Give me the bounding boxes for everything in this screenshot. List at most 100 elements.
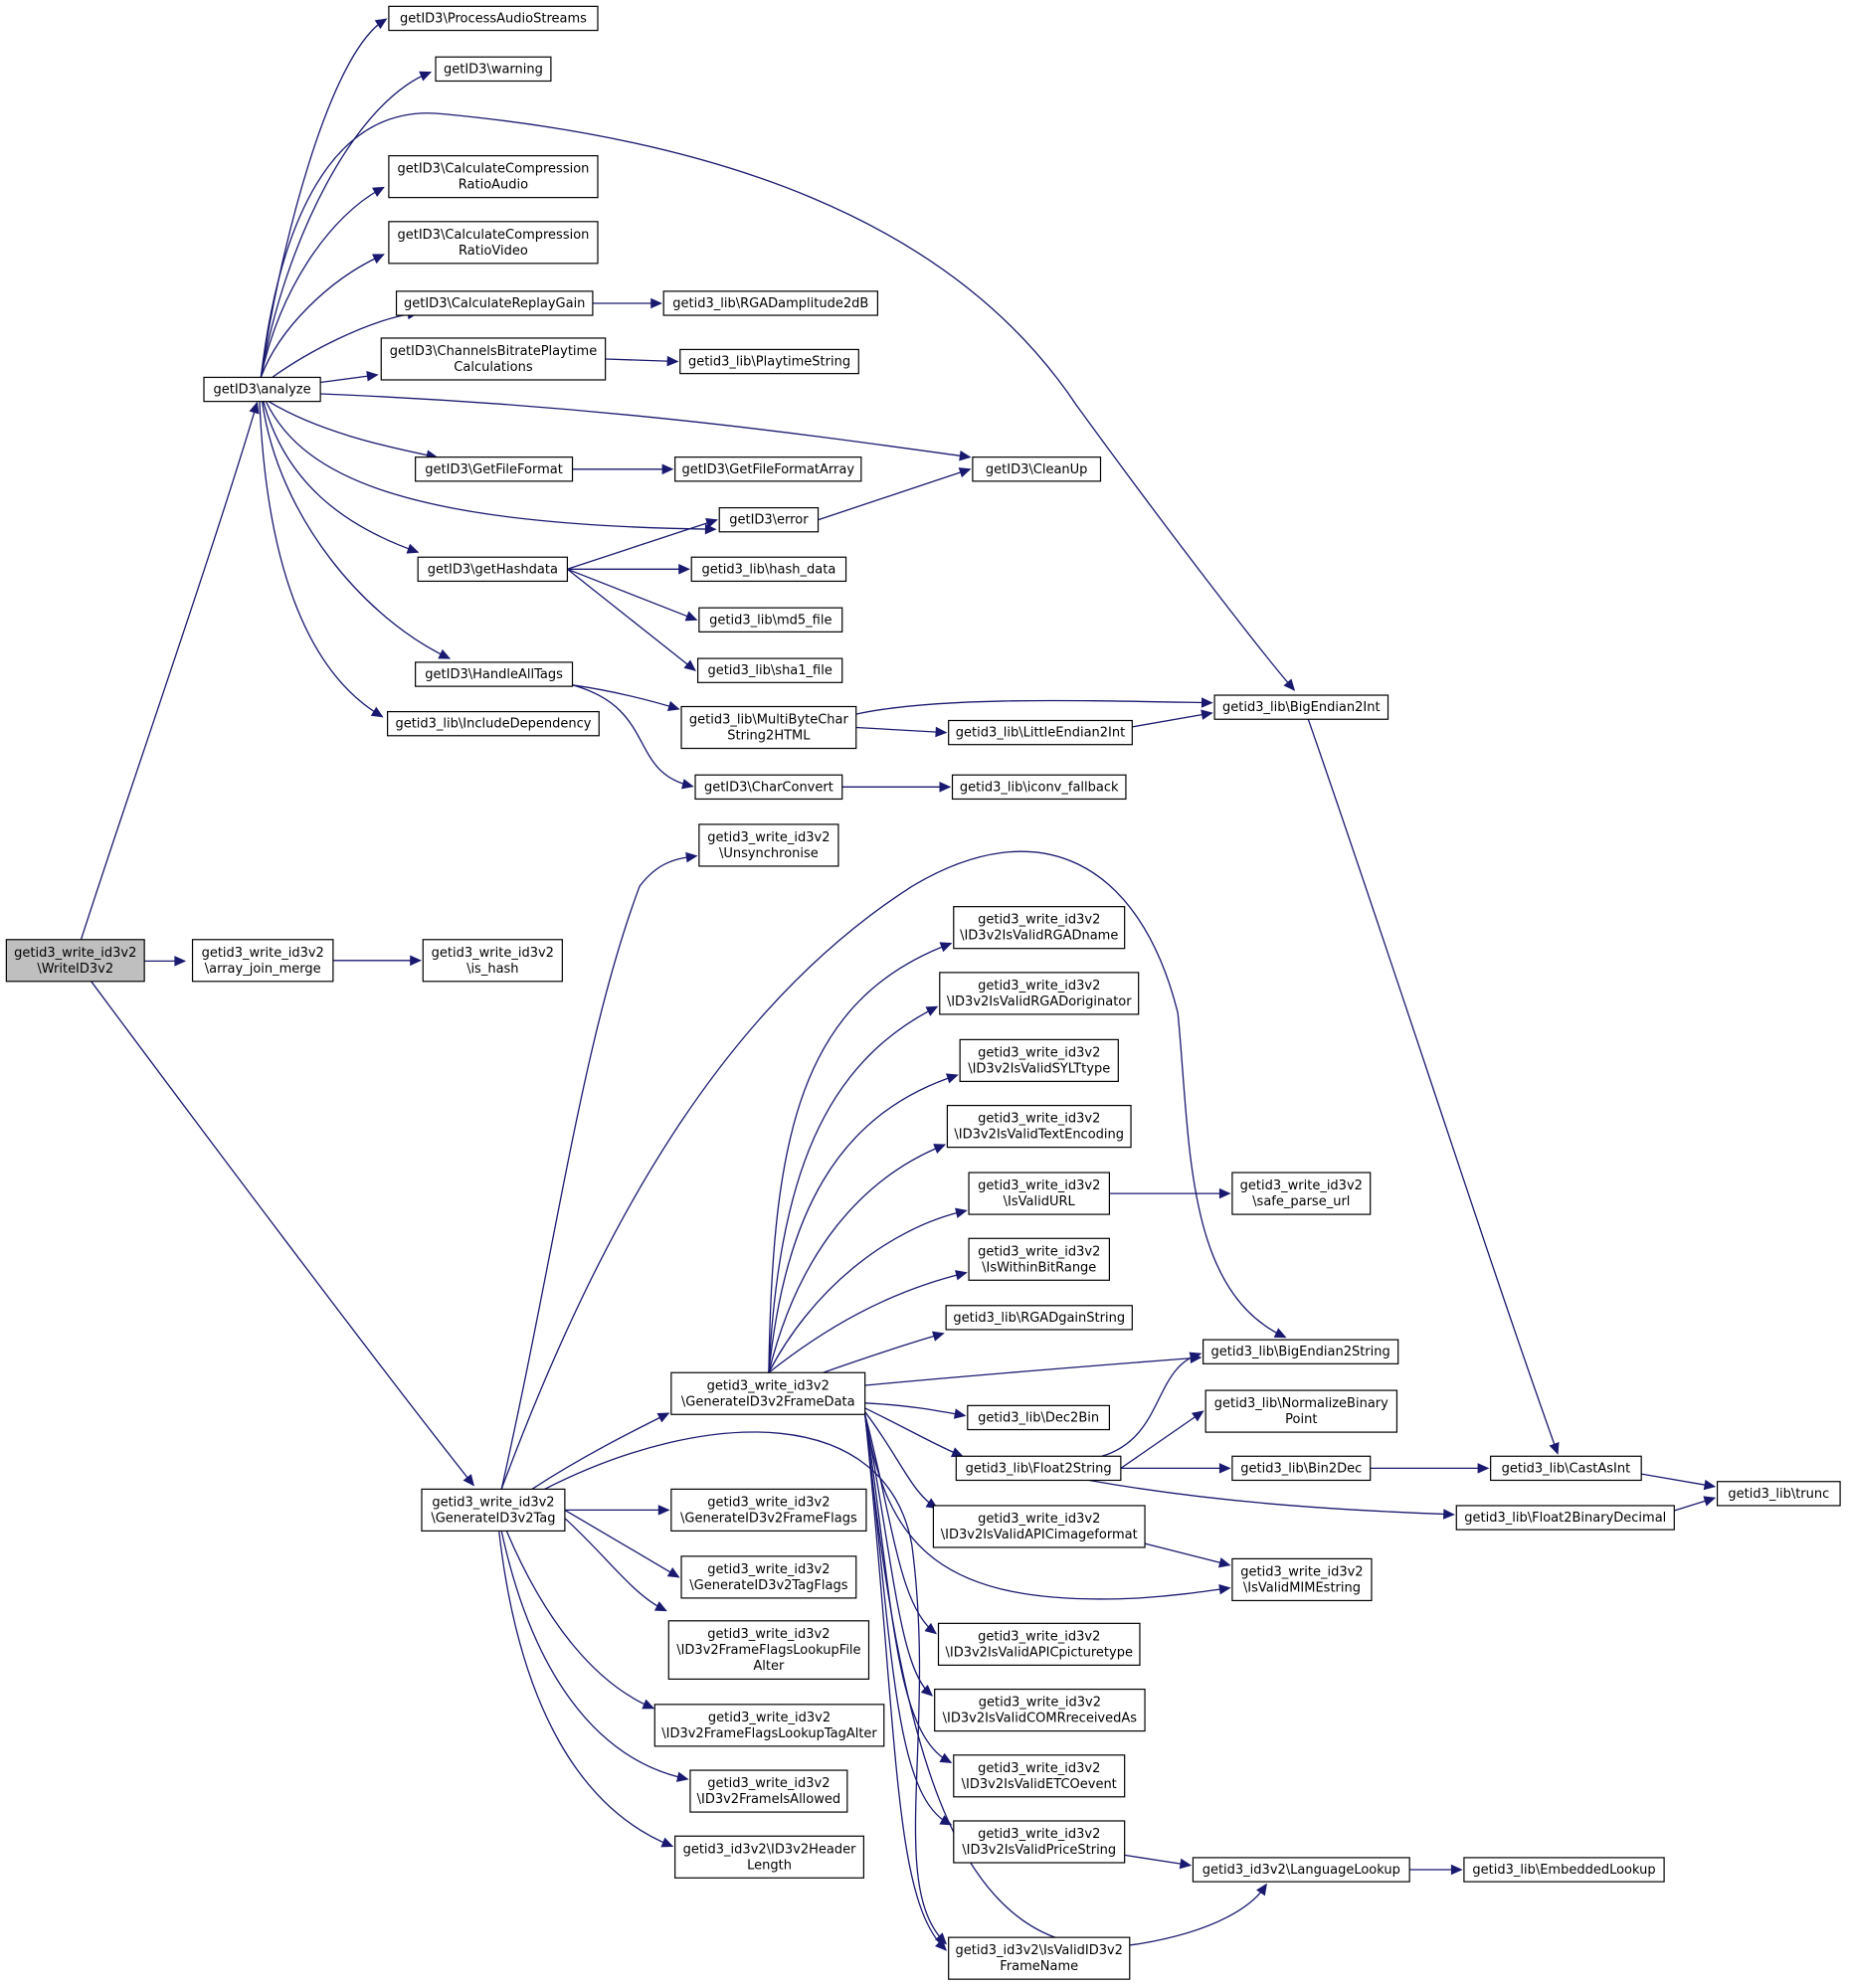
node-dec2bin[interactable]: getid3_lib\Dec2Bin — [967, 1404, 1111, 1431]
node-box — [435, 56, 552, 83]
edge-line — [567, 519, 717, 570]
edge-line — [265, 401, 716, 530]
node-label: getid3_lib\BigEndian2String — [1211, 1345, 1390, 1359]
node-label: getid3_lib\LittleEndian2Int — [956, 726, 1125, 741]
node-playtime[interactable]: getid3_lib\PlaytimeString — [679, 348, 859, 375]
edge-hat-to-mbc — [572, 684, 680, 712]
node-root[interactable]: getid3_write_id3v2\WriteID3v2 — [5, 939, 145, 983]
node-box — [1490, 1455, 1642, 1482]
node-sha1[interactable]: getid3_lib\sha1_file — [696, 657, 843, 683]
node-vSYLT[interactable]: getid3_write_id3v2\ID3v2IsValidSYLTtype — [959, 1038, 1119, 1082]
node-warning[interactable]: getID3\warning — [435, 56, 552, 83]
node-mime[interactable]: getid3_write_id3v2\IsValidMIMEstring — [1231, 1557, 1373, 1602]
node-hat[interactable]: getID3\HandleAllTags — [415, 661, 574, 687]
node-ghash[interactable]: getID3\getHashdata — [417, 556, 569, 583]
node-vETCO[interactable]: getid3_write_id3v2\ID3v2IsValidETCOevent — [953, 1754, 1126, 1798]
node-box — [421, 1488, 566, 1533]
node-vPrice[interactable]: getid3_write_id3v2\ID3v2IsValidPriceStri… — [953, 1820, 1126, 1864]
node-genTF[interactable]: getid3_write_id3v2\GenerateID3v2TagFlags — [680, 1555, 857, 1599]
node-vRGAname[interactable]: getid3_write_id3v2\ID3v2IsValidRGADname — [953, 906, 1126, 950]
node-label: \GenerateID3v2FrameFlags — [680, 1511, 857, 1526]
node-isURL[interactable]: getid3_write_id3v2\IsValidURL — [968, 1172, 1110, 1215]
node-iconv[interactable]: getid3_lib\iconv_fallback — [951, 774, 1127, 801]
node-vAPICpic[interactable]: getid3_write_id3v2\ID3v2IsValidAPICpictu… — [937, 1622, 1141, 1666]
node-hashdata[interactable]: getid3_lib\hash_data — [690, 556, 847, 583]
node-vCOMR[interactable]: getid3_write_id3v2\ID3v2IsValidCOMRrecei… — [934, 1688, 1146, 1732]
node-trunc[interactable]: getid3_lib\trunc — [1716, 1481, 1841, 1507]
node-unsync[interactable]: getid3_write_id3v2\Unsynchronise — [698, 823, 839, 867]
node-be2s[interactable]: getid3_lib\BigEndian2String — [1202, 1339, 1399, 1364]
node-frameAllowed[interactable]: getid3_write_id3v2\ID3v2FrameIsAllowed — [689, 1769, 848, 1813]
node-md5[interactable]: getid3_lib\md5_file — [698, 607, 843, 633]
node-label: getID3\CalculateCompression — [397, 162, 589, 177]
node-box — [690, 556, 847, 583]
node-f2s[interactable]: getid3_lib\Float2String — [955, 1455, 1122, 1482]
node-label: getid3_write_id3v2 — [707, 1776, 830, 1791]
node-genTag[interactable]: getid3_write_id3v2\GenerateID3v2Tag — [421, 1488, 566, 1533]
node-label: getid3_write_id3v2 — [978, 1827, 1100, 1842]
node-gff[interactable]: getID3\GetFileFormat — [415, 456, 574, 482]
node-crg[interactable]: getID3\CalculateReplayGain — [395, 290, 594, 316]
node-box — [388, 5, 599, 32]
node-genFF[interactable]: getid3_write_id3v2\GenerateID3v2FrameFla… — [670, 1488, 867, 1533]
node-genFD[interactable]: getid3_write_id3v2\GenerateID3v2FrameDat… — [670, 1371, 866, 1415]
node-label: getID3\HandleAllTags — [425, 667, 563, 682]
node-vRGAorig[interactable]: getid3_write_id3v2\ID3v2IsValidRGADorigi… — [939, 972, 1140, 1015]
node-arrayjoin[interactable]: getid3_write_id3v2\array_join_merge — [191, 939, 334, 983]
arrowhead-icon — [704, 523, 717, 535]
arrowhead-icon — [656, 1412, 670, 1423]
edge-ghash-to-error — [567, 517, 718, 570]
edge-cbpc-to-playtime — [605, 355, 679, 367]
node-langlookup[interactable]: getid3_id3v2\LanguageLookup — [1192, 1857, 1410, 1883]
edge-genTag-to-ffLookTag — [505, 1531, 655, 1710]
edge-genFD-to-vCOMR — [864, 1414, 934, 1697]
node-label: getid3_write_id3v2 — [978, 1244, 1100, 1259]
node-vAPICimg[interactable]: getid3_write_id3v2\ID3v2IsValidAPICimage… — [932, 1505, 1146, 1548]
node-bin2dec[interactable]: getid3_lib\Bin2Dec — [1231, 1455, 1372, 1482]
node-box — [932, 1505, 1146, 1548]
node-gffa[interactable]: getID3\GetFileFormatArray — [674, 456, 862, 482]
node-ffLookTag[interactable]: getid3_write_id3v2\ID3v2FrameFlagsLookup… — [653, 1704, 885, 1747]
edge-line — [91, 981, 474, 1487]
node-incdep[interactable]: getid3_lib\IncludeDependency — [387, 710, 600, 737]
node-le2i[interactable]: getid3_lib\LittleEndian2Int — [948, 719, 1133, 746]
node-label: RatioVideo — [459, 244, 528, 259]
node-box — [1213, 694, 1389, 720]
node-be2i[interactable]: getid3_lib\BigEndian2Int — [1213, 694, 1389, 720]
node-error[interactable]: getID3\error — [718, 506, 820, 533]
node-f2bd[interactable]: getid3_lib\Float2BinaryDecimal — [1455, 1505, 1675, 1531]
node-analyze[interactable]: getID3\analyze — [203, 376, 321, 403]
node-rgaamp[interactable]: getid3_lib\RGADamplitude2dB — [662, 290, 878, 316]
node-box — [191, 939, 334, 983]
edge-genFD-to-bitrange — [768, 1270, 968, 1373]
arrowhead-icon — [676, 1771, 689, 1782]
edge-charconv-to-iconv — [841, 782, 952, 793]
node-safeurl[interactable]: getid3_write_id3v2\safe_parse_url — [1231, 1172, 1372, 1215]
node-pas[interactable]: getID3\ProcessAudioStreams — [388, 5, 599, 32]
node-label: getID3\ProcessAudioStreams — [400, 11, 587, 26]
node-charconv[interactable]: getID3\CharConvert — [694, 774, 843, 801]
node-bitrange[interactable]: getid3_write_id3v2\IsWithinBitRange — [968, 1237, 1110, 1281]
node-label: \ID3v2IsValidETCOevent — [962, 1777, 1117, 1792]
node-cbpc[interactable]: getID3\ChannelsBitratePlaytimeCalculatio… — [380, 337, 607, 381]
node-label: getid3_lib\EmbeddedLookup — [1472, 1863, 1655, 1878]
node-rgagain[interactable]: getid3_lib\RGADgainString — [945, 1305, 1133, 1331]
node-label: \IsValidMIMEstring — [1243, 1580, 1361, 1595]
node-ffLookFile[interactable]: getid3_write_id3v2\ID3v2FrameFlagsLookup… — [667, 1620, 870, 1680]
node-cleanup[interactable]: getID3\CleanUp — [972, 456, 1102, 482]
node-box — [946, 1104, 1132, 1149]
edge-genFD-to-vRGAorig — [768, 1005, 939, 1373]
node-label: getid3_lib\BigEndian2Int — [1222, 700, 1381, 715]
arrowhead-icon — [939, 782, 952, 793]
node-ishash[interactable]: getid3_write_id3v2\is_hash — [422, 939, 563, 983]
node-embedded[interactable]: getid3_lib\EmbeddedLookup — [1463, 1857, 1665, 1883]
node-vTextEnc[interactable]: getid3_write_id3v2\ID3v2IsValidTextEncod… — [946, 1104, 1132, 1149]
arrowhead-icon — [1450, 1864, 1463, 1876]
node-castint[interactable]: getid3_lib\CastAsInt — [1490, 1455, 1642, 1482]
